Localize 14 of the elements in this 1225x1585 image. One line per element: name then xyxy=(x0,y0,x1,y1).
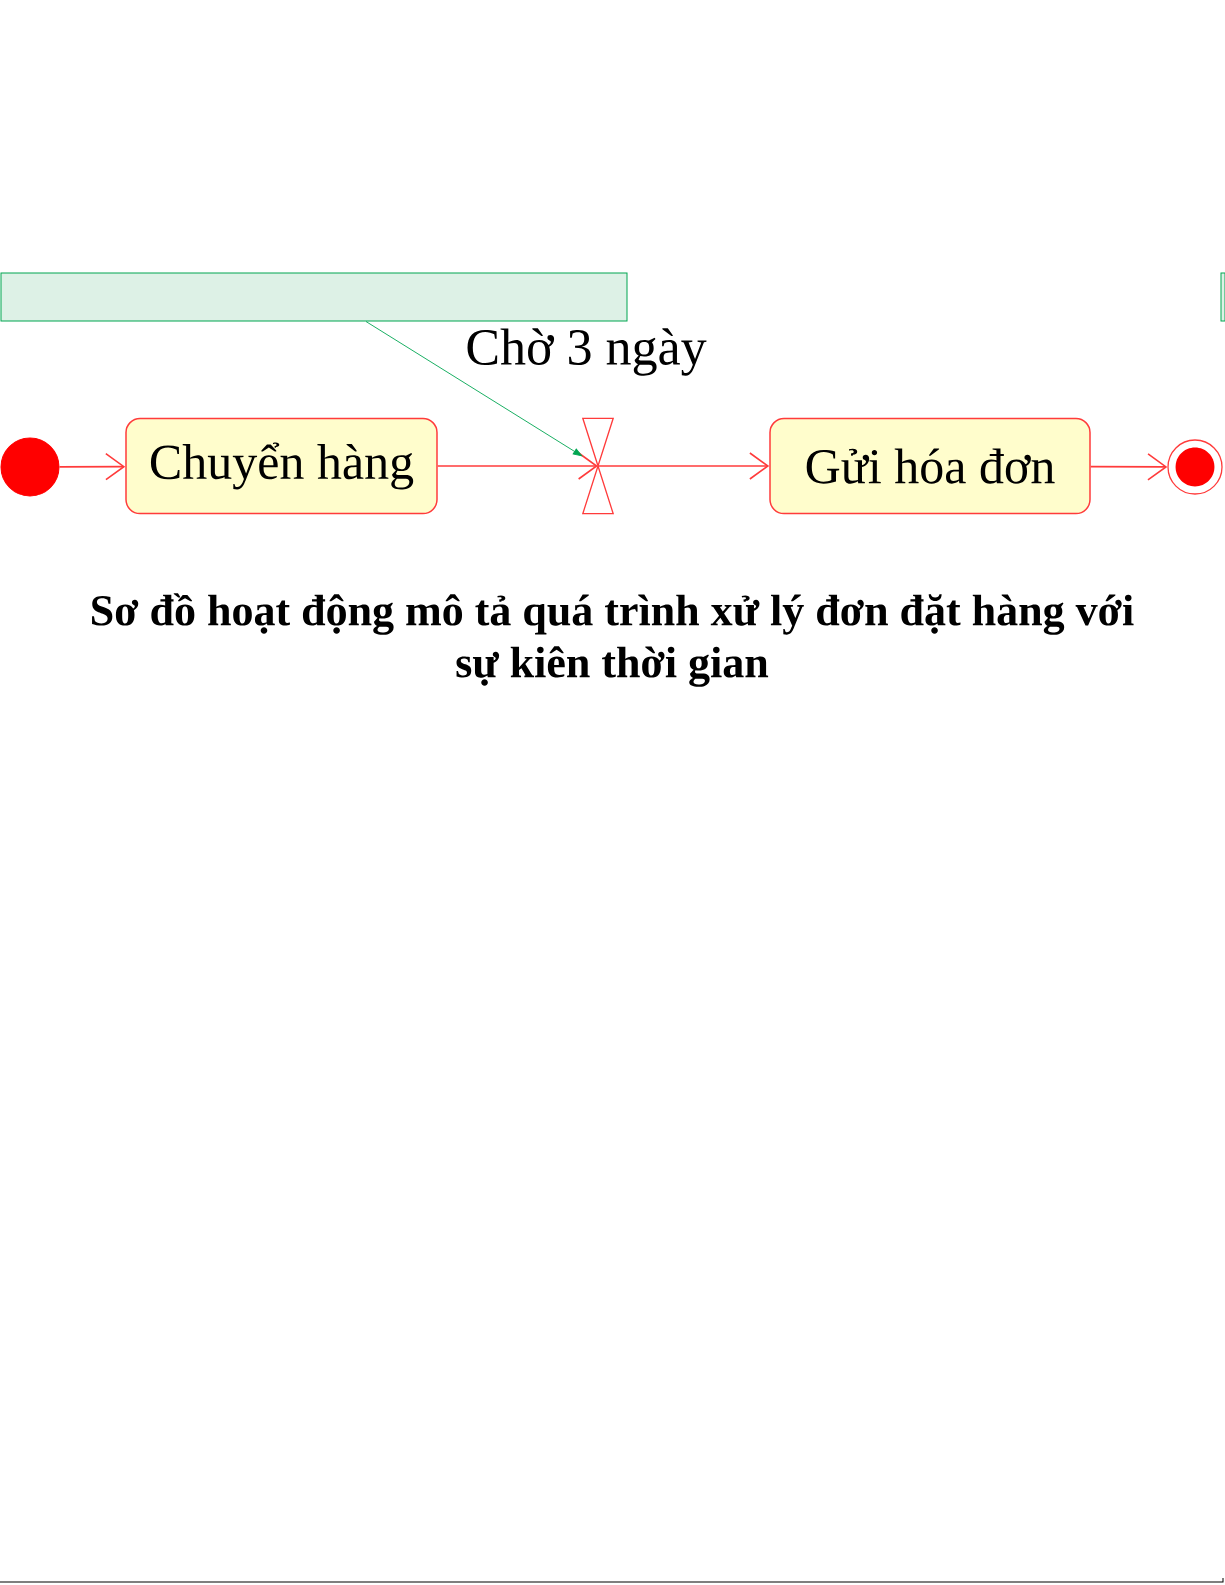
arrow xyxy=(597,452,770,480)
note-box xyxy=(0,272,628,322)
note-arrow xyxy=(365,321,583,457)
event-label: Chờ 3 ngày xyxy=(467,328,707,376)
caption: Sơ đồ hoạt động mô tả quá trình xử lý đơn đặt hàng với sự kiên thời gian xyxy=(92,593,1134,687)
arrow xyxy=(436,452,598,480)
arrow xyxy=(58,452,126,481)
note-box xyxy=(1220,272,1225,322)
action-box: Chuyển hàng xyxy=(125,417,438,515)
hourglass-symbol xyxy=(581,417,615,515)
start-dot xyxy=(0,437,60,497)
end-symbol xyxy=(1167,439,1223,495)
action-box: Gửi hóa đơn xyxy=(769,417,1091,515)
arrow xyxy=(1089,453,1168,481)
